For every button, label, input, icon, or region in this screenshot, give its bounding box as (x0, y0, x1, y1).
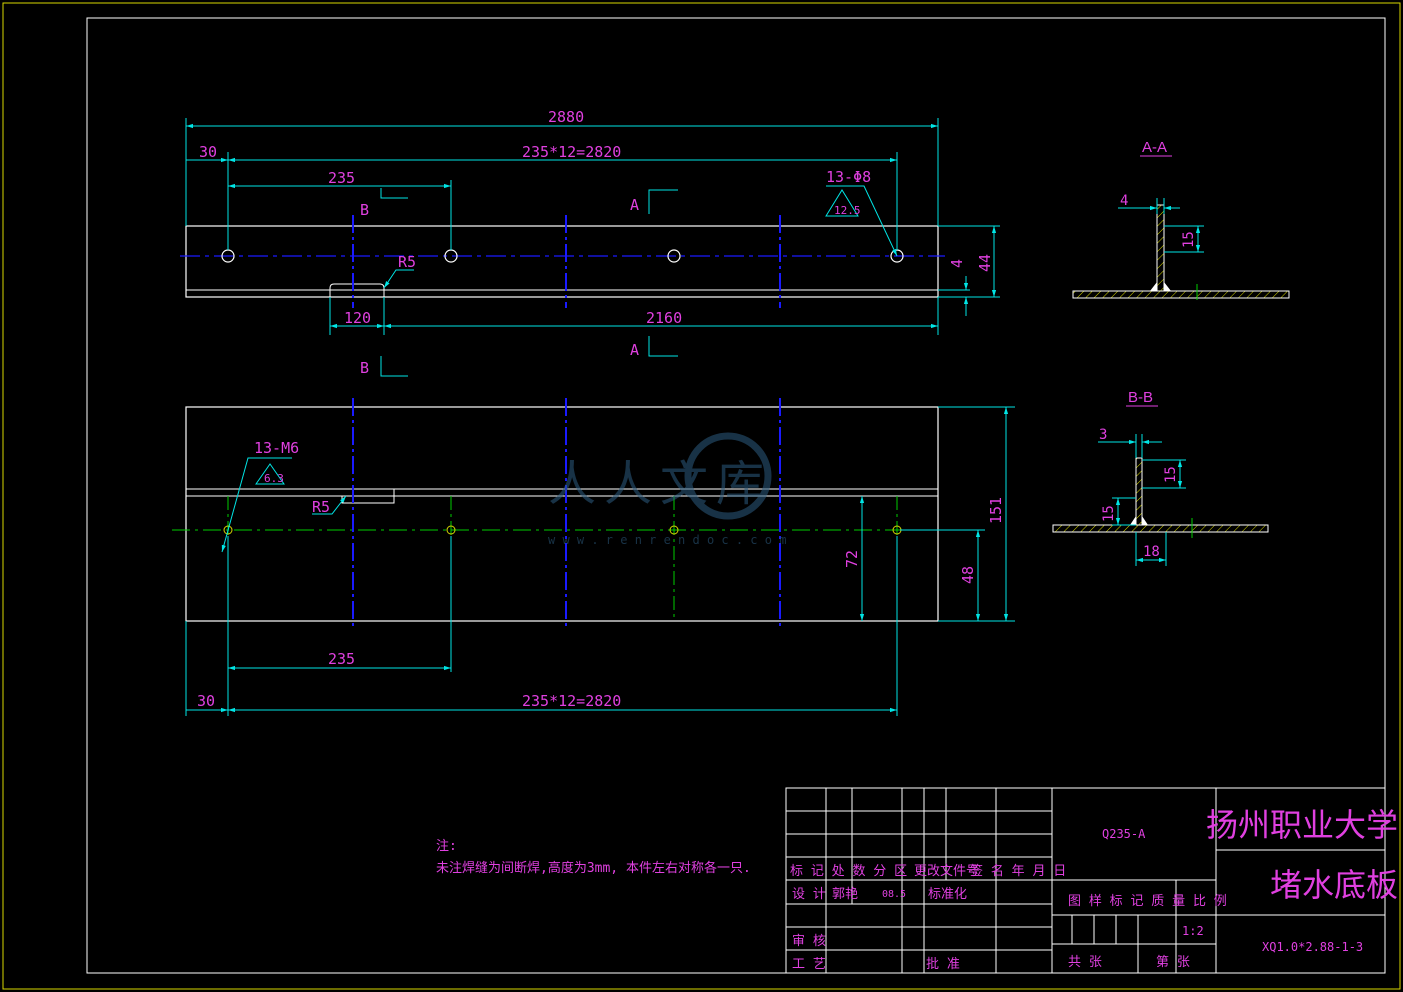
dim-thickness: 4 (948, 259, 966, 268)
section-aa: A-A 4 15 (1072, 139, 1290, 300)
title-block: 标 记 处 数 分 区 更改文件号 签 名 年 月 日 设 计 郭艳 08.5 … (785, 787, 1398, 974)
threaded-hole (223, 525, 233, 535)
dim-front-edge: 30 (197, 692, 215, 710)
dim-pitch: 235*12=2820 (522, 143, 621, 161)
bb-dim-15b: 15 (1101, 505, 1117, 522)
dim-h72: 72 (843, 550, 861, 568)
section-label-a-bottom: A (630, 341, 639, 359)
slot-outline (329, 283, 385, 297)
tb-standardize: 标准化 (928, 887, 967, 902)
section-label-b-top: B (360, 201, 369, 219)
watermark-text: 人人文库 (548, 456, 772, 512)
top-plate-outline (185, 225, 939, 298)
aa-base-plate (1072, 290, 1290, 299)
threaded-hole (446, 525, 456, 535)
dim-span: 2160 (646, 309, 682, 327)
tb-row-labels3: 签 名 年 月 日 (970, 863, 1066, 879)
tb-drawing-no: XQ1.0*2.88-1-3 (1262, 940, 1363, 954)
tb-row-labels2: 更改文件号 (914, 864, 979, 879)
dim-hole-pitch: 235 (328, 169, 355, 187)
dim-front-radius: R5 (312, 498, 330, 516)
leader-r5-top (383, 269, 414, 289)
tb-review: 审 核 (792, 934, 826, 949)
dim-height: 44 (976, 254, 994, 272)
section-aa-title: A-A (1142, 139, 1167, 156)
section-bb-title: B-B (1128, 389, 1153, 406)
tb-design: 设 计 (792, 887, 826, 902)
bb-base-plate (1052, 524, 1269, 533)
aa-dim-4: 4 (1120, 193, 1128, 209)
tb-school: 扬州职业大学 (1206, 806, 1398, 844)
bb-dim-3: 3 (1099, 427, 1107, 443)
top-view: 2880 235*12=2820 30 235 R5 120 2160 13-Φ… (180, 108, 1000, 377)
dim-front-pitch: 235*12=2820 (522, 692, 621, 710)
hole (667, 249, 681, 263)
drawing-border (86, 17, 1386, 974)
tb-process: 工 艺 (792, 957, 826, 972)
notes: 注: 未注焊缝为间断焊,高度为3mm, 本件左右对称各一只. (436, 839, 751, 876)
dim-overall: 2880 (548, 108, 584, 126)
dim-holes: 13-Φ8 (826, 168, 871, 186)
dim-edge: 30 (199, 143, 217, 161)
dim-threads: 13-M6 (254, 439, 299, 457)
dim-roughness: 12.5 (834, 204, 861, 217)
tb-designer: 郭艳 (832, 886, 858, 902)
bb-web (1135, 457, 1143, 526)
tb-approve: 批 准 (926, 957, 960, 972)
tb-date: 08.5 (882, 889, 906, 900)
leader-r5-front (312, 495, 347, 515)
notes-heading: 注: (436, 839, 457, 854)
watermark-url: w w w . r e n r e n d o c . c o m (548, 533, 786, 547)
bb-dim-15a: 15 (1163, 466, 1179, 483)
dim-front-roughness: 6.3 (264, 472, 284, 485)
tb-part-name: 堵水底板 (1270, 866, 1398, 904)
front-view: 13-M6 6.3 R5 235 30 235*12=2820 72 48 15… (172, 398, 1015, 716)
front-plate-outline (185, 406, 939, 622)
dim-h48: 48 (959, 566, 977, 584)
tb-sheet: 第 张 (1156, 955, 1190, 970)
dim-slot: 120 (344, 309, 371, 327)
leader-holes (826, 185, 898, 257)
dim-radius: R5 (398, 253, 416, 271)
section-label-a-top: A (630, 196, 639, 214)
leader-threads (221, 457, 292, 553)
aa-web (1156, 204, 1165, 292)
bb-dim-18: 18 (1143, 544, 1160, 560)
threaded-hole (669, 525, 679, 535)
tb-material: Q235-A (1102, 827, 1146, 841)
watermark: 人人文库 w w w . r e n r e n d o c . c o m (548, 432, 786, 547)
tb-total: 共 张 (1068, 955, 1102, 970)
tb-row-labels: 标 记 处 数 分 区 (790, 864, 907, 879)
section-label-b-bottom: B (360, 359, 369, 377)
dim-front-hole-pitch: 235 (328, 650, 355, 668)
notes-line1: 未注焊缝为间断焊,高度为3mm, 本件左右对称各一只. (436, 860, 751, 876)
tb-scale: 1:2 (1182, 924, 1204, 938)
aa-dim-15: 15 (1181, 231, 1197, 248)
section-bb: B-B 3 15 15 18 (1052, 389, 1269, 566)
dim-h151: 151 (987, 497, 1005, 524)
tb-stage-labels: 图 样 标 记 质 量 比 例 (1068, 894, 1227, 909)
